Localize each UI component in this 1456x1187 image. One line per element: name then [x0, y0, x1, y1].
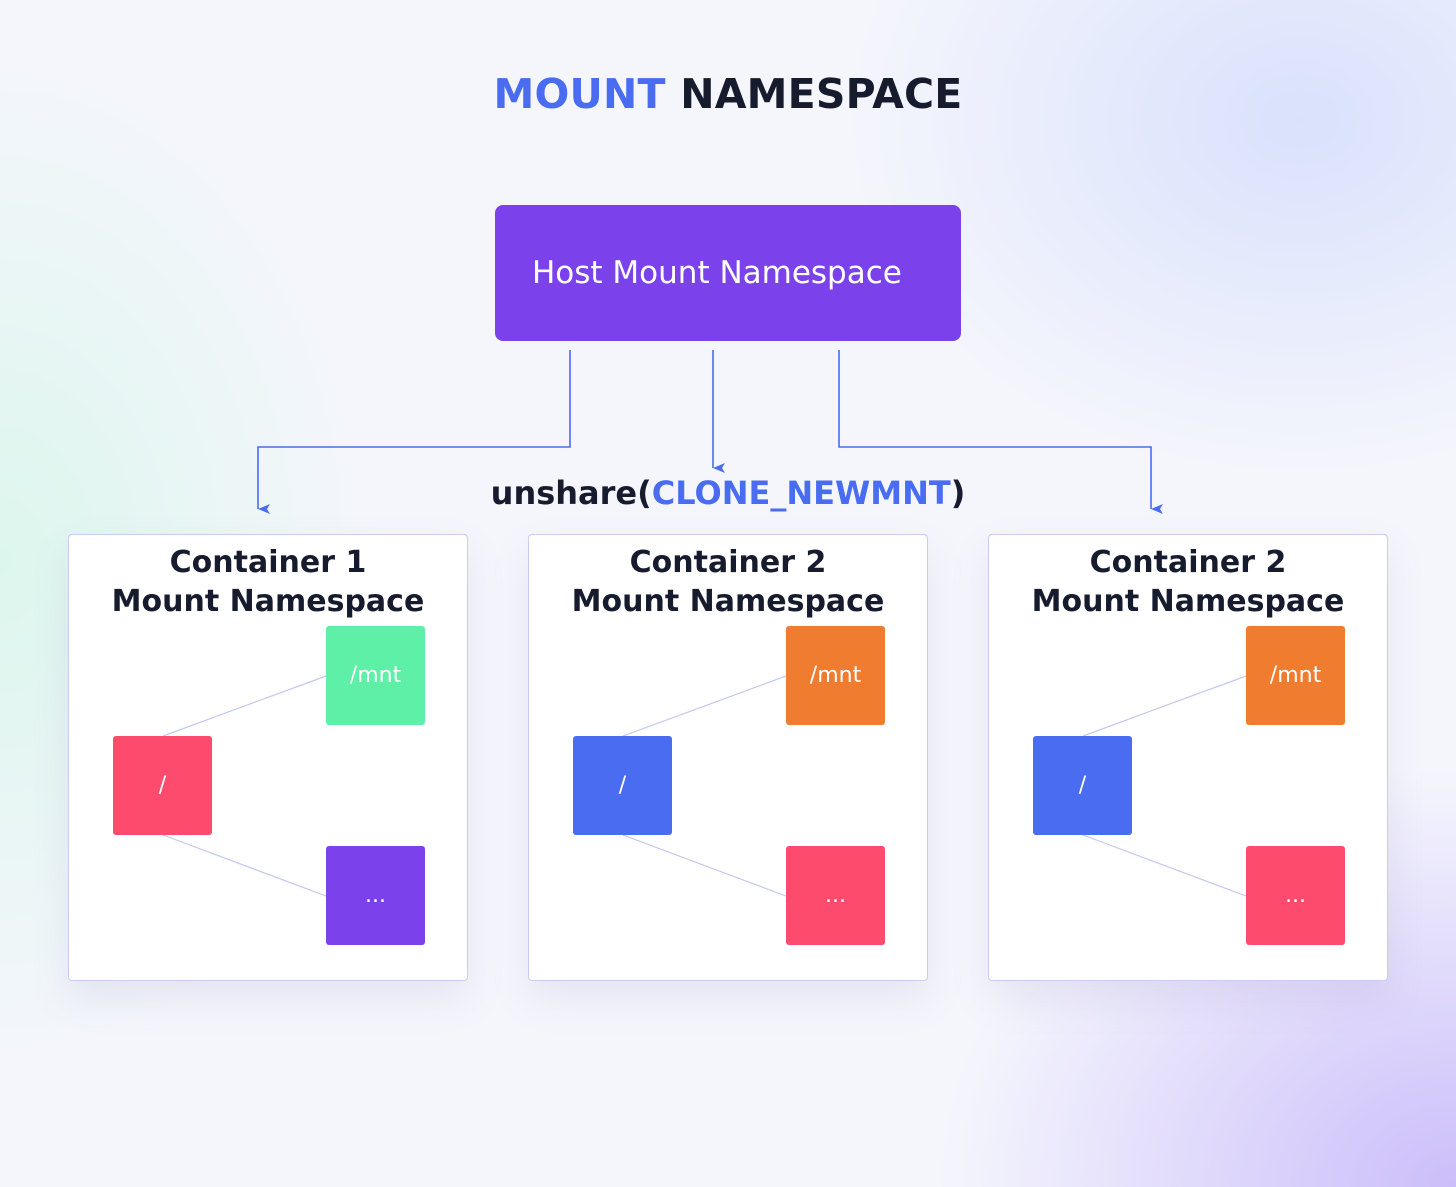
node-mnt: /mnt [1246, 626, 1345, 725]
node-more-label: ... [365, 883, 386, 908]
syscall-flag: CLONE_NEWMNT [651, 474, 951, 512]
diagram-title: MOUNT NAMESPACE [0, 70, 1456, 118]
tree-line-more [162, 834, 327, 897]
container-title: Container 2 Mount Namespace [529, 543, 927, 621]
container-title-line1: Container 1 [169, 545, 367, 580]
tree-line-mnt [622, 675, 787, 737]
host-mount-namespace-label: Host Mount Namespace [532, 255, 902, 291]
node-more: ... [786, 846, 885, 945]
node-more: ... [326, 846, 425, 945]
container-2-namespace-box: Container 2 Mount Namespace /mnt / ... [528, 534, 928, 981]
tree-line-more [622, 834, 787, 897]
node-mnt-label: /mnt [809, 663, 862, 688]
node-root: / [1033, 736, 1132, 835]
tree-lines [162, 675, 327, 897]
tree-line-mnt [1082, 675, 1247, 737]
tree-line-more [1082, 834, 1247, 897]
node-root: / [113, 736, 212, 835]
container-1-namespace-box: Container 1 Mount Namespace /mnt / ... [68, 534, 468, 981]
title-rest: NAMESPACE [680, 70, 963, 118]
node-mnt-label: /mnt [349, 663, 402, 688]
container-title: Container 1 Mount Namespace [69, 543, 467, 621]
container-title-line1: Container 2 [1089, 545, 1287, 580]
node-mnt-label: /mnt [1269, 663, 1322, 688]
container-title-line1: Container 2 [629, 545, 827, 580]
node-more: ... [1246, 846, 1345, 945]
syscall-prefix: unshare( [490, 474, 652, 512]
node-root: / [573, 736, 672, 835]
syscall-label: unshare(CLONE_NEWMNT) [0, 474, 1456, 512]
node-more-label: ... [1285, 883, 1306, 908]
node-mnt: /mnt [326, 626, 425, 725]
container-title-line2: Mount Namespace [1031, 584, 1345, 619]
container-3-namespace-box: Container 2 Mount Namespace /mnt / ... [988, 534, 1388, 981]
title-accent: MOUNT [493, 70, 666, 118]
node-root-label: / [158, 773, 167, 798]
syscall-suffix: ) [950, 474, 966, 512]
host-mount-namespace-box: Host Mount Namespace [495, 205, 961, 341]
node-root-label: / [618, 773, 627, 798]
node-more-label: ... [825, 883, 846, 908]
container-title: Container 2 Mount Namespace [989, 543, 1387, 621]
node-mnt: /mnt [786, 626, 885, 725]
tree-line-mnt [162, 675, 327, 737]
tree-lines [622, 675, 787, 897]
container-title-line2: Mount Namespace [571, 584, 885, 619]
container-title-line2: Mount Namespace [111, 584, 425, 619]
tree-lines [1082, 675, 1247, 897]
node-root-label: / [1078, 773, 1087, 798]
